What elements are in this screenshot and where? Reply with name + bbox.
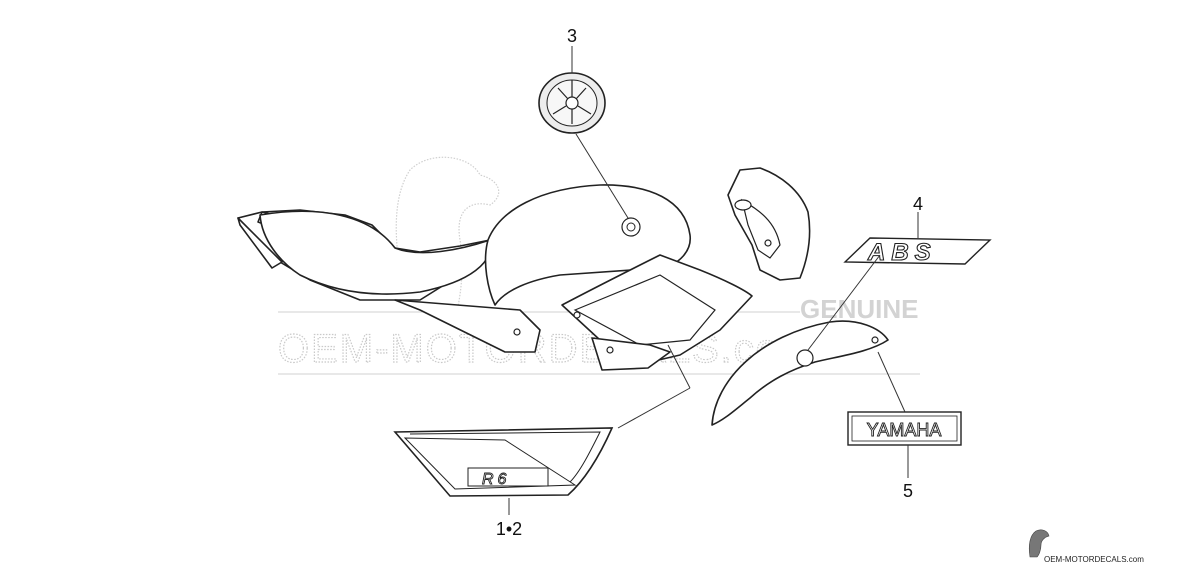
- abs-decal-text: ABS: [867, 239, 937, 266]
- callout-4: 4: [913, 194, 923, 214]
- motorcycle-body-drawing: [237, 184, 753, 371]
- yamaha-decal-part-5: YAMAHA: [847, 411, 962, 446]
- yamaha-tuning-fork-icon: [552, 80, 592, 124]
- watermark-site: OEM-MOTORDECALS.com: [278, 327, 815, 371]
- footer-logo: OEM-MOTORDECALS.com: [1028, 529, 1144, 564]
- abs-decal-part-4: ABS: [843, 237, 992, 267]
- callout-3: 3: [567, 26, 577, 46]
- front-fairing-drawing: [727, 167, 811, 281]
- front-fender-drawing: [711, 320, 889, 426]
- callout-5: 5: [903, 481, 913, 501]
- leader-lines: [508, 46, 919, 515]
- emblem-part-3: [538, 72, 606, 134]
- r6-decal-text: R6: [482, 471, 510, 488]
- watermark-genuine: GENUINE: [800, 294, 918, 324]
- watermark: GENUINE OEM-MOTORDECALS.com: [277, 156, 920, 375]
- callout-1-2: 1•2: [496, 519, 522, 539]
- footer-bird-icon: [1028, 529, 1050, 558]
- yamaha-decal-text: YAMAHA: [867, 420, 942, 440]
- side-graphic-part-1-2: R6: [393, 427, 614, 497]
- footer-site: OEM-MOTORDECALS.com: [1044, 555, 1144, 564]
- callout-labels: 3 4 5 1•2: [496, 26, 923, 539]
